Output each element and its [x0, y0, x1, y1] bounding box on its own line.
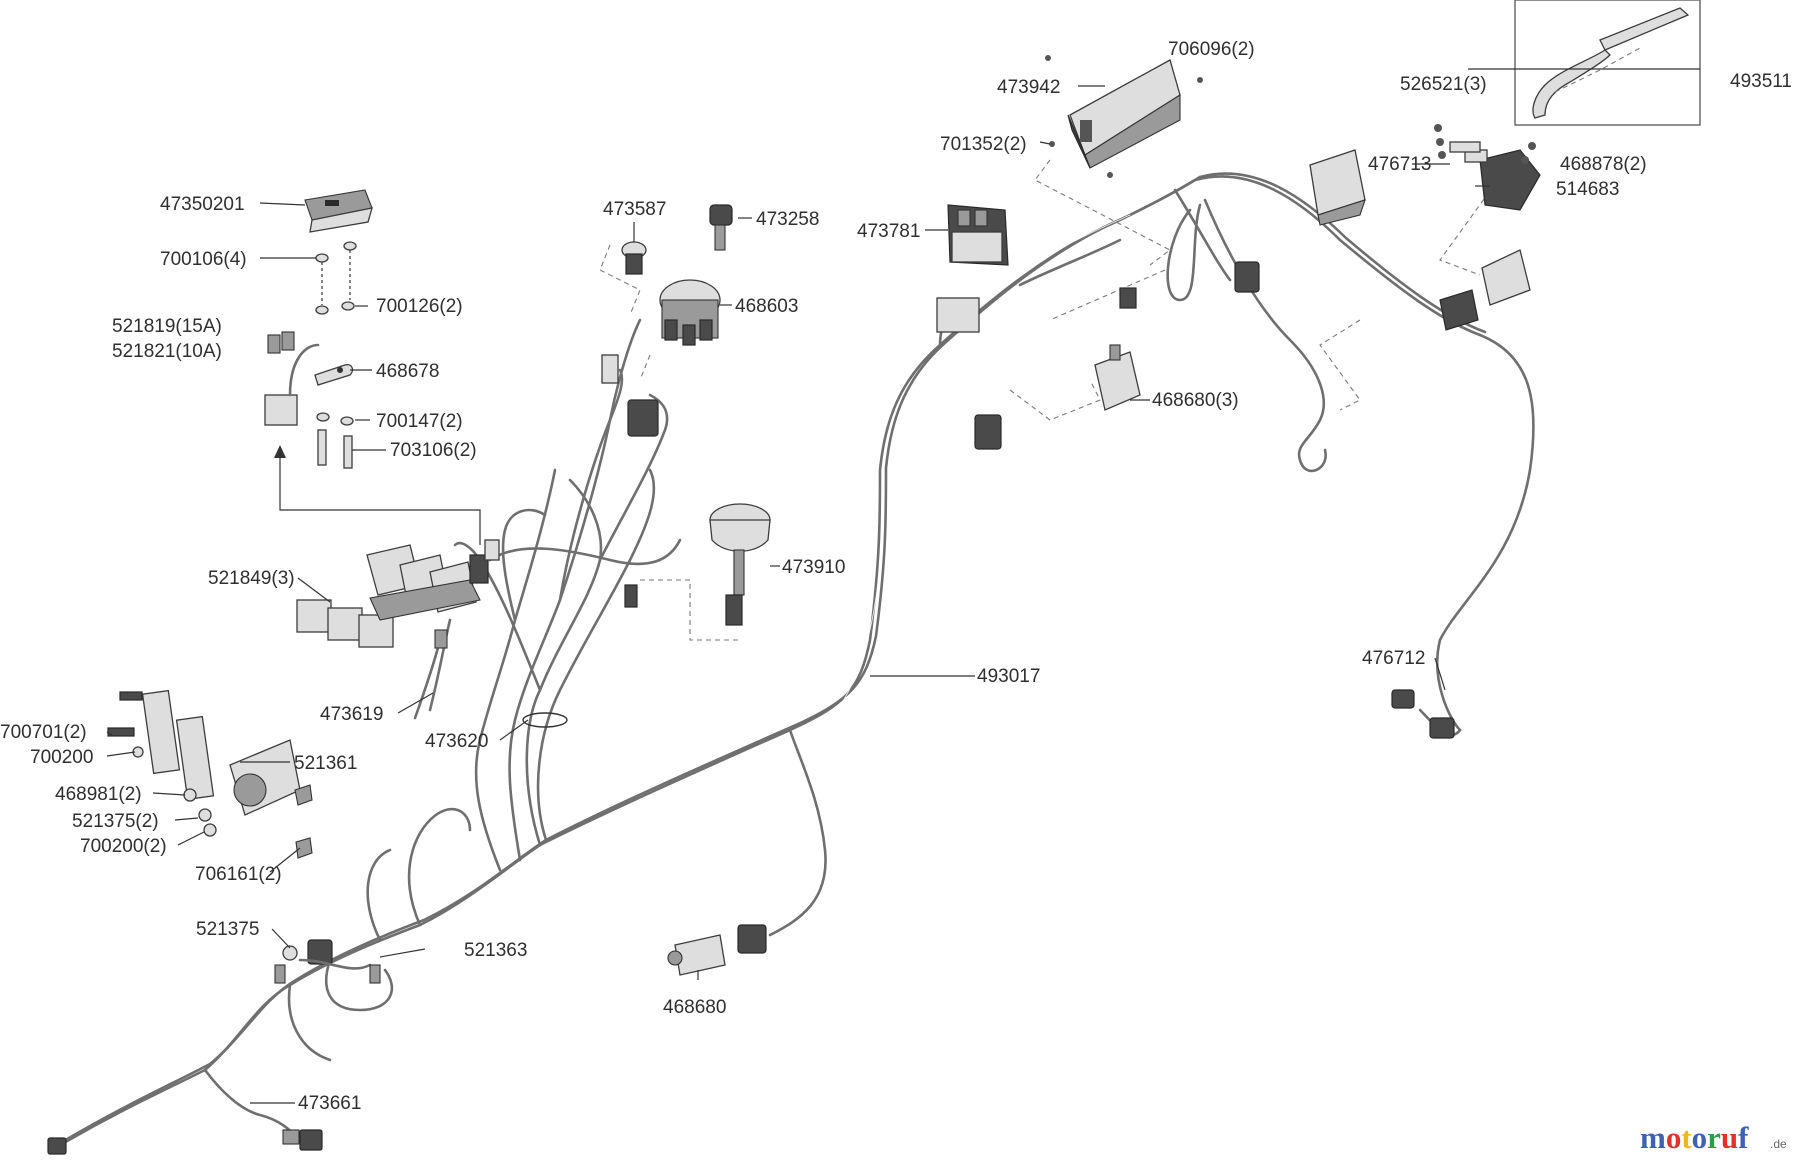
label-700147: 700147(2): [376, 411, 463, 432]
strap-473620: [522, 712, 568, 728]
plunger-switch-468680-3: [1094, 344, 1141, 411]
label-473781: 473781: [857, 221, 920, 242]
switch-473587: [621, 241, 647, 275]
cable-473619: [413, 629, 448, 720]
connector-mid: [974, 287, 1137, 450]
label-473587: 473587: [603, 199, 666, 220]
label-476713: 476713: [1368, 154, 1431, 175]
motoruf-logo-text: motoruf: [1640, 1120, 1749, 1155]
label-521819: 521819(15A): [112, 316, 222, 337]
bracket-box-493511: [1514, 0, 1701, 126]
motoruf-logo-letter: t: [1681, 1120, 1692, 1155]
label-706161: 706161(2): [195, 864, 282, 885]
ignition-switch-468603: [659, 279, 721, 346]
label-521361: 521361: [294, 753, 357, 774]
label-468981: 468981(2): [55, 784, 142, 805]
terminal-plate-468678: [314, 364, 354, 386]
dashed-connection-lines: [599, 159, 1506, 641]
sensor-476712: [1391, 689, 1455, 739]
switch-468680: [667, 924, 767, 976]
motoruf-logo-letter: m: [1640, 1120, 1666, 1155]
seat-switch-476713: [1309, 149, 1366, 226]
hardware-526521-468878: [1434, 124, 1536, 164]
label-526521: 526521(3): [1400, 74, 1487, 95]
connector-loop-right: [1234, 261, 1260, 293]
controller-473942: [1045, 55, 1203, 178]
label-521375: 521375: [196, 919, 259, 940]
label-473910: 473910: [782, 557, 845, 578]
label-468678: 468678: [376, 361, 439, 382]
label-476712: 476712: [1362, 648, 1425, 669]
arrow-to-fuse-holder: [274, 445, 481, 545]
label-700126: 700126(2): [376, 296, 463, 317]
connector-473661: [47, 1129, 323, 1155]
connector-cluster-left: [469, 354, 659, 608]
label-521363: 521363: [464, 940, 527, 961]
label-521849: 521849(3): [208, 568, 295, 589]
label-473619: 473619: [320, 704, 383, 725]
label-700200: 700200: [30, 747, 93, 768]
label-468680-3: 468680(3): [1152, 390, 1239, 411]
relays-521849: [296, 544, 481, 648]
part-labels: 47350201 700106(4) 700126(2) 521819(15A)…: [0, 39, 1792, 1114]
label-468878: 468878(2): [1560, 154, 1647, 175]
motoruf-logo-tld: .de: [1770, 1137, 1787, 1151]
label-468680: 468680: [663, 997, 726, 1018]
interlock-switch-right: [1439, 249, 1531, 331]
fuse-holder-521819-521821: [264, 331, 320, 426]
fuse-cover-47350201: [304, 189, 373, 233]
label-521375-2: 521375(2): [72, 811, 159, 832]
leader-lines: [106, 68, 1700, 1104]
label-700200-2: 700200(2): [80, 836, 167, 857]
label-700106: 700106(4): [160, 249, 247, 270]
label-703106: 703106(2): [390, 440, 477, 461]
rectifier-514683: [1464, 149, 1541, 211]
motoruf-logo-letter: o: [1666, 1120, 1682, 1155]
label-47350201: 47350201: [160, 194, 245, 215]
fuse-hardware-stack: [315, 241, 357, 469]
label-473258: 473258: [756, 209, 819, 230]
label-473661: 473661: [298, 1093, 361, 1114]
ground-cable-521363: [274, 939, 381, 984]
label-700701: 700701(2): [0, 722, 87, 743]
label-706096: 706096(2): [1168, 39, 1255, 60]
label-514683: 514683: [1556, 179, 1619, 200]
label-468603: 468603: [735, 296, 798, 317]
label-701352: 701352(2): [940, 134, 1027, 155]
hour-meter-473910: [709, 503, 771, 626]
label-493511: 493511: [1730, 71, 1792, 92]
motoruf-logo-letter: o: [1692, 1120, 1708, 1155]
label-493017: 493017: [977, 666, 1040, 687]
motoruf-logo-letter: u: [1721, 1120, 1738, 1155]
motoruf-logo-letter: r: [1707, 1120, 1721, 1155]
label-473942: 473942: [997, 77, 1060, 98]
main-harness-493017: [53, 172, 1535, 1150]
label-473620: 473620: [425, 731, 488, 752]
label-521821: 521821(10A): [112, 341, 222, 362]
motoruf-watermark: motoruf .de: [1640, 1120, 1787, 1155]
solenoid-521361: [107, 689, 301, 816]
key-473258: [709, 204, 733, 251]
pto-switch-473781: [936, 204, 1009, 333]
motoruf-logo-letter: f: [1738, 1120, 1749, 1155]
